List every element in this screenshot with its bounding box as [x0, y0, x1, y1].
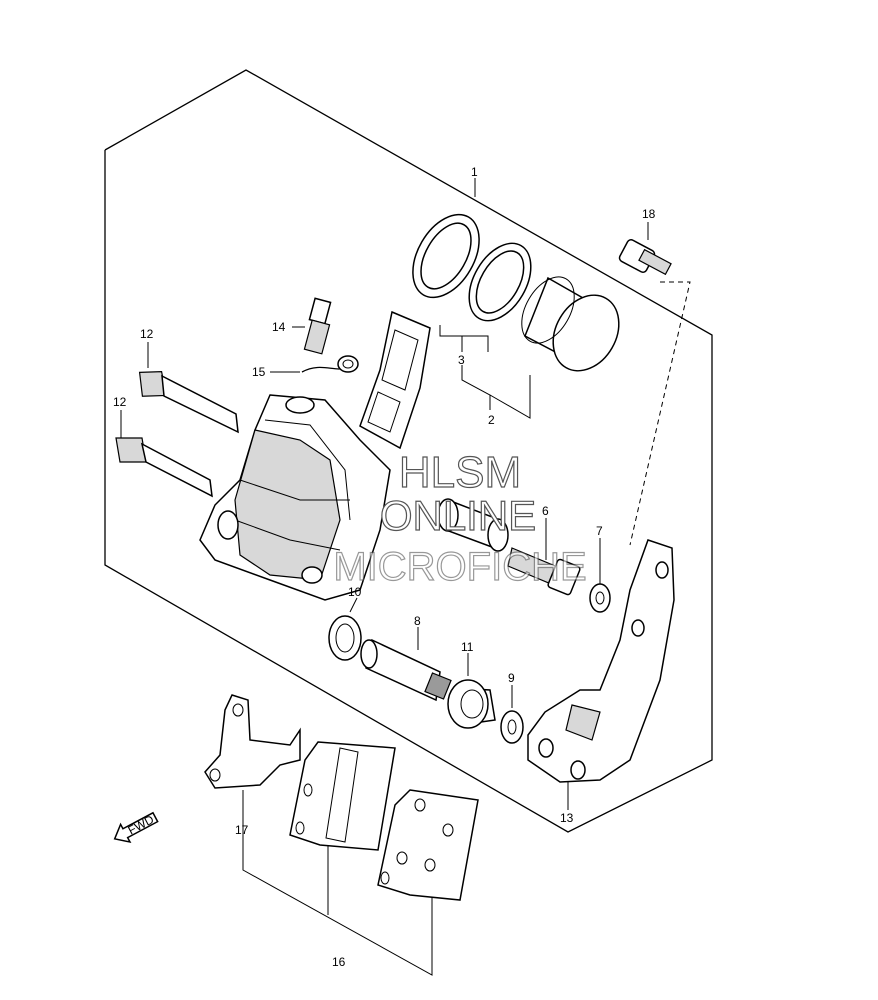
callout-14: 14 [272, 320, 286, 334]
callout-15: 15 [252, 365, 266, 379]
callout-12-lower: 12 [113, 395, 127, 409]
callout-18: 18 [642, 207, 656, 221]
slide-pin-upper [138, 370, 239, 434]
watermark-line-3: MICROFICHE [333, 545, 586, 589]
callout-16: 16 [332, 955, 346, 969]
slide-bolt [507, 547, 581, 596]
callout-9: 9 [508, 671, 515, 685]
pad-spring [359, 310, 431, 450]
caliper-piston [521, 276, 620, 372]
mounting-bolt [618, 239, 672, 276]
brake-pad-inner [289, 741, 396, 851]
pad-shim [204, 694, 301, 789]
caliper-bracket [527, 539, 675, 783]
bleeder-cap [301, 355, 359, 373]
callout-13: 13 [560, 811, 574, 825]
slide-bushing [437, 498, 509, 552]
callout-1: 1 [471, 165, 478, 179]
leader-lines [120, 178, 691, 976]
watermark: HLSM ONLINE MICROFICHE [333, 447, 588, 589]
callout-11: 11 [461, 640, 474, 654]
brake-pad-outer [377, 789, 479, 901]
piston-seal-inner [468, 242, 532, 322]
callout-10: 10 [348, 585, 362, 599]
callout-3: 3 [458, 353, 465, 367]
callout-7: 7 [596, 524, 603, 538]
slide-pin-lower [115, 437, 213, 498]
callout-2: 2 [488, 413, 495, 427]
callout-12-upper: 12 [140, 327, 154, 341]
dust-boot-10 [328, 615, 362, 661]
watermark-line-2: ONLINE [380, 492, 536, 539]
piston-seal-outer [412, 213, 480, 299]
bleeder-valve [303, 297, 332, 355]
assembly-box-outline [104, 69, 713, 833]
watermark-line-1: HLSM [399, 448, 521, 497]
callout-17: 17 [235, 823, 249, 837]
bushing-11 [447, 679, 496, 729]
callout-8: 8 [414, 614, 421, 628]
callout-6: 6 [542, 504, 549, 518]
forward-direction-arrow: FWD [113, 811, 159, 844]
washer-7 [589, 583, 611, 613]
caliper-body [199, 394, 391, 601]
washer-9 [500, 710, 524, 744]
callout-labels: 1 2 3 6 7 8 9 10 11 12 12 13 14 15 16 17… [113, 165, 656, 969]
slide-pin-8 [360, 638, 452, 702]
